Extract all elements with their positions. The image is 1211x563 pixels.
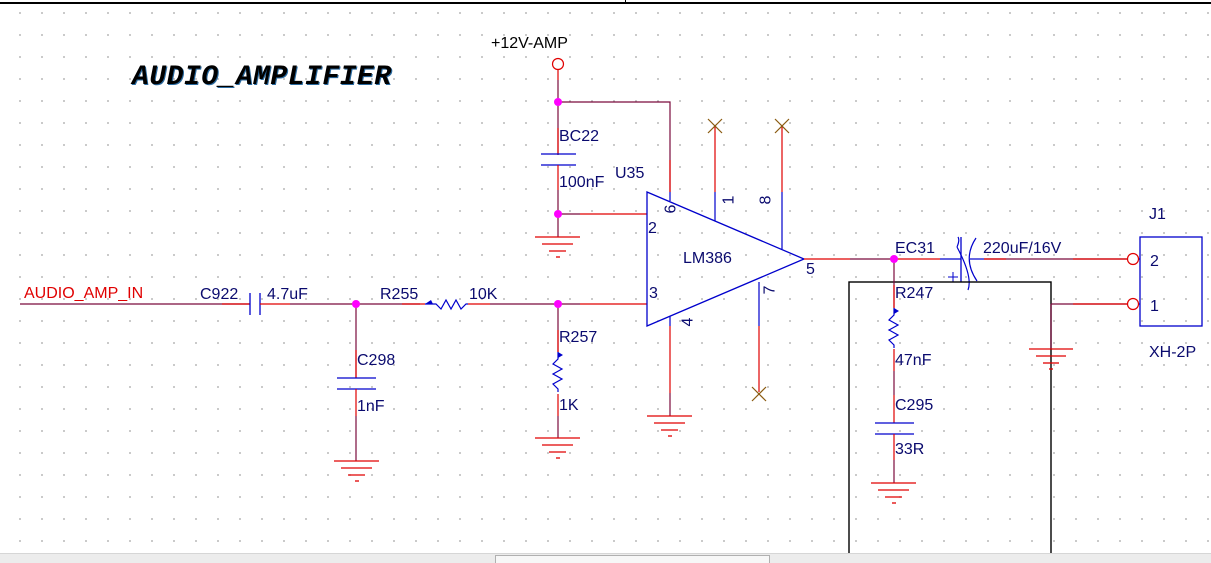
ground-c298 xyxy=(334,460,379,482)
j1-ref: J1 xyxy=(1149,206,1166,223)
c295-value: 33R xyxy=(895,441,925,458)
zigzag xyxy=(551,352,564,392)
opamp-u35[interactable] xyxy=(646,126,850,416)
zigzag xyxy=(425,298,468,311)
pin-marker xyxy=(558,352,563,358)
sheet-border-tick xyxy=(625,0,626,3)
c298-ref: C298 xyxy=(357,352,396,369)
pin-5-label: 5 xyxy=(806,261,815,278)
wire-12v[interactable] xyxy=(557,80,671,192)
r247-ref: R247 xyxy=(895,285,934,302)
u35-ref: U35 xyxy=(615,165,645,182)
r255-ref: R255 xyxy=(380,286,419,303)
j1-value: XH-2P xyxy=(1149,344,1197,361)
pin-7-label: 7 xyxy=(761,285,779,295)
capacitor-c922[interactable] xyxy=(249,293,290,315)
ec31-value: 220uF/16V xyxy=(983,240,1062,257)
c922-ref: C922 xyxy=(200,286,239,303)
c295-ref: C295 xyxy=(895,397,934,414)
sheet-title: AUDIO_AMPLIFIER xyxy=(132,62,392,93)
c298-value: 1nF xyxy=(357,398,385,415)
bc22-ref: BC22 xyxy=(559,128,600,145)
capacitor-c295[interactable] xyxy=(875,395,914,483)
u35-value: LM386 xyxy=(683,250,732,267)
junction-dot xyxy=(554,300,562,308)
resistor-r255[interactable] xyxy=(425,298,490,311)
pin-1-label: 1 xyxy=(720,195,738,205)
j1-pin2-label: 2 xyxy=(1150,253,1159,270)
no-connect-pin7 xyxy=(751,386,767,402)
r247-value: 47nF xyxy=(895,352,932,369)
no-connect-pin8 xyxy=(774,118,790,134)
wire xyxy=(557,80,671,192)
ec31-ref: EC31 xyxy=(895,240,936,257)
ground-r257 xyxy=(535,437,580,459)
pin-8-label: 8 xyxy=(757,195,775,205)
bc22-value: 100nF xyxy=(559,174,605,191)
plate-negative xyxy=(968,237,978,282)
zigzag xyxy=(887,308,900,348)
pin-4-label: 4 xyxy=(679,317,697,327)
resistor-r257[interactable] xyxy=(551,304,564,438)
wire-j1-pin1[interactable] xyxy=(1050,303,1127,349)
sheet-border-top xyxy=(0,2,1211,4)
junction-dot xyxy=(554,98,562,106)
power-port-12v[interactable] xyxy=(551,57,565,81)
junction-dot xyxy=(352,300,360,308)
opamp-body xyxy=(646,191,806,327)
pin-6-label: 6 xyxy=(662,204,680,214)
capacitor-c298[interactable] xyxy=(337,304,376,461)
ground-bc22 xyxy=(535,236,580,258)
ground-j1 xyxy=(1029,348,1073,370)
connector-pin2 xyxy=(1126,252,1140,266)
capacitor-ec31[interactable] xyxy=(940,236,984,291)
connector-j1[interactable] xyxy=(1126,236,1203,327)
power-port-circle xyxy=(551,57,565,71)
pin-2-label: 2 xyxy=(648,220,657,237)
black-border-box xyxy=(848,281,1052,555)
ground-c295 xyxy=(871,482,916,504)
connector-body xyxy=(1139,236,1203,327)
pin-marker xyxy=(425,300,433,304)
ground-u35 xyxy=(647,415,692,437)
junction-dot xyxy=(890,255,898,263)
junctions xyxy=(352,98,898,308)
r257-value: 1K xyxy=(559,397,579,414)
resistor-r247[interactable] xyxy=(887,259,900,395)
junction-dot xyxy=(554,210,562,218)
r255-value: 10K xyxy=(469,286,498,303)
pin-3-label: 3 xyxy=(649,285,658,302)
r257-ref: R257 xyxy=(559,329,598,346)
j1-pin1-label: 1 xyxy=(1150,298,1159,315)
net-label-audio-in[interactable]: AUDIO_AMP_IN xyxy=(24,285,144,302)
no-connect-pin1 xyxy=(707,118,723,134)
c922-value: 4.7uF xyxy=(267,286,308,303)
connector-pin1 xyxy=(1126,297,1140,311)
power-label: +12V-AMP xyxy=(491,35,568,52)
scrollbar-thumb[interactable] xyxy=(495,555,770,563)
